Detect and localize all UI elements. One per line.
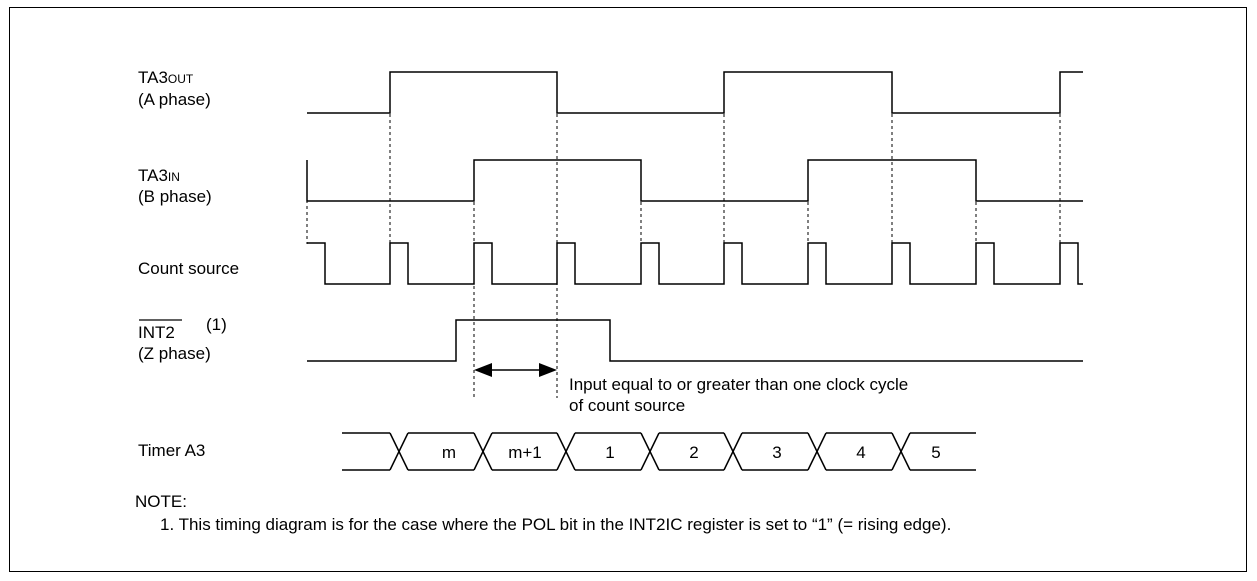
count-source-label: Count source — [138, 259, 239, 278]
count-source-waveform — [307, 242, 1083, 285]
ta3in-waveform — [306, 159, 1083, 202]
int2-note-marker: (1) — [206, 315, 227, 334]
alignment-guides — [306, 72, 1061, 398]
int2-label: INT2 — [138, 323, 175, 342]
ta3out-waveform — [307, 71, 1083, 114]
note-item-1: 1. This timing diagram is for the case w… — [160, 515, 951, 534]
timer-value-4: 4 — [856, 443, 865, 462]
timer-a3-label: Timer A3 — [138, 441, 205, 460]
timer-value-2: 2 — [689, 443, 698, 462]
int2-phase-label: (Z phase) — [138, 344, 211, 363]
timer-value-m-plus-1: m+1 — [508, 443, 542, 462]
int2-waveform — [307, 319, 1083, 362]
ta3out-phase-label: (A phase) — [138, 90, 211, 109]
timer-value-3: 3 — [772, 443, 781, 462]
ta3in-label: TA3IN — [138, 166, 180, 185]
timer-value-1: 1 — [605, 443, 614, 462]
pulse-width-arrow — [474, 363, 557, 377]
diagram-frame — [9, 7, 1247, 572]
ta3out-label: TA3OUT — [138, 68, 194, 87]
timer-a3-values: m m+1 1 2 3 4 5 — [442, 443, 941, 462]
note-heading: NOTE: — [135, 492, 187, 511]
annotation-line-2: of count source — [569, 396, 685, 415]
annotation-line-1: Input equal to or greater than one clock… — [569, 375, 908, 394]
timer-value-m: m — [442, 443, 456, 462]
timer-value-5: 5 — [931, 443, 940, 462]
timer-a3-bus — [342, 432, 976, 471]
ta3in-phase-label: (B phase) — [138, 187, 212, 206]
